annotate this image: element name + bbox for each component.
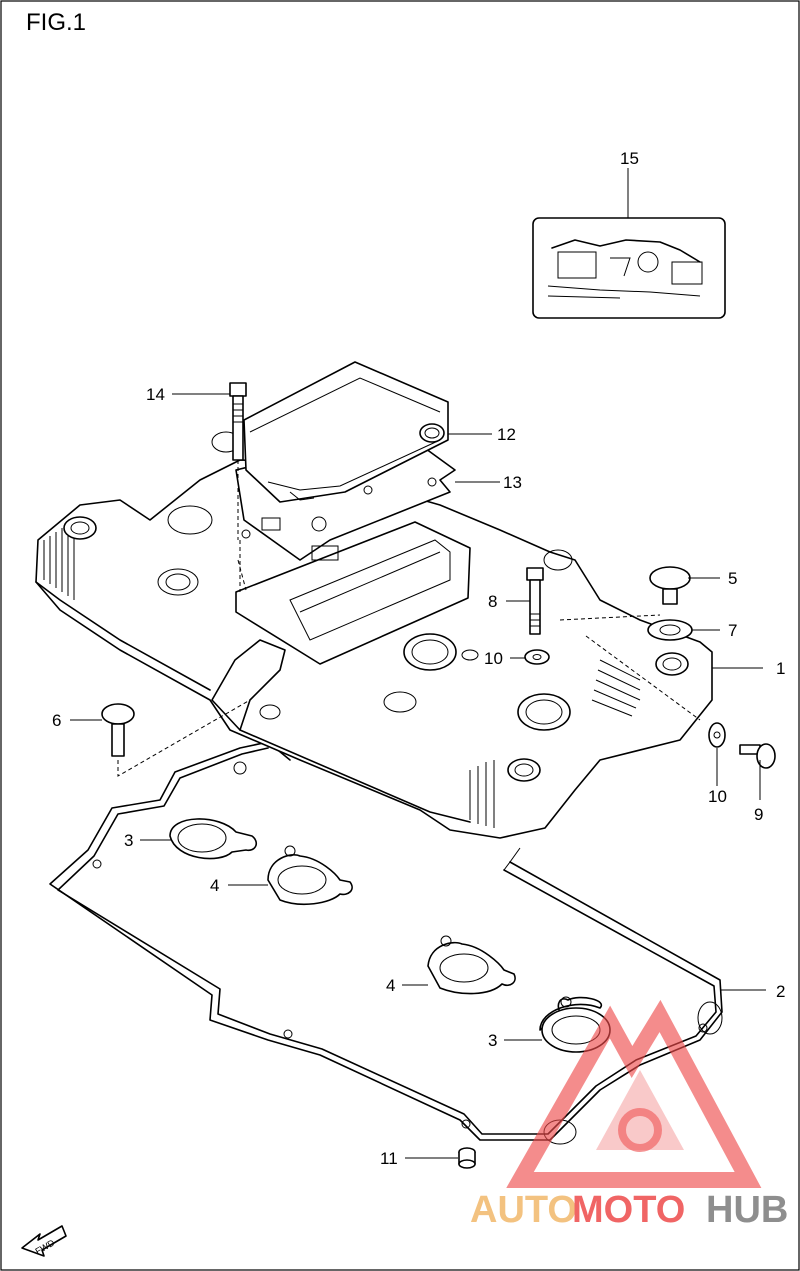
callout-5: 5 [728, 569, 737, 588]
callout-15: 15 [620, 149, 639, 168]
part-12-breather-cover [243, 361, 449, 503]
callout-1: 1 [776, 659, 785, 678]
callout-10-side: 10 [708, 787, 727, 806]
watermark-logo: AUTO MOTO HUB [470, 999, 788, 1231]
part-14-bolt [229, 382, 247, 591]
callout-labels: 15 14 12 13 5 8 7 10 1 6 10 9 3 4 4 2 3 … [52, 149, 785, 1168]
watermark-text-moto: MOTO [572, 1189, 685, 1231]
part-4-seal-upper [267, 845, 353, 906]
part-15-label-plate [532, 217, 726, 319]
part-8-bolt [526, 567, 544, 635]
part-3-seal-upper [169, 818, 258, 860]
callout-3-upper: 3 [124, 831, 133, 850]
part-10-washer-side [708, 722, 726, 748]
callout-4-upper: 4 [210, 876, 219, 895]
forward-arrow-icon: FWD [21, 1225, 67, 1257]
callout-10-top: 10 [484, 649, 503, 668]
part-4-seal-lower [427, 935, 516, 995]
callout-7: 7 [728, 621, 737, 640]
callout-14: 14 [146, 385, 165, 404]
callout-8: 8 [488, 592, 497, 611]
part-2-cover-gasket [49, 741, 723, 1145]
callout-13: 13 [503, 473, 522, 492]
watermark-text-hub: HUB [706, 1189, 788, 1231]
part-10-washer-top [524, 649, 550, 665]
watermark-text-auto: AUTO [470, 1189, 577, 1231]
callout-6: 6 [52, 711, 61, 730]
leader-lines [70, 168, 766, 1159]
callout-3-lower: 3 [488, 1031, 497, 1050]
part-11-dowel [458, 1147, 476, 1169]
callout-11: 11 [380, 1149, 398, 1168]
part-6-plug [101, 699, 251, 777]
callout-2: 2 [776, 982, 785, 1001]
part-5-cap [649, 566, 691, 605]
callout-4-lower: 4 [386, 976, 395, 995]
part-7-grommet [647, 619, 693, 641]
callout-9: 9 [754, 805, 763, 824]
part-1-cylinder-head-cover [35, 431, 713, 839]
part-9-bolt [739, 743, 776, 769]
figure-title: FIG.1 [26, 9, 87, 36]
callout-12: 12 [497, 425, 516, 444]
